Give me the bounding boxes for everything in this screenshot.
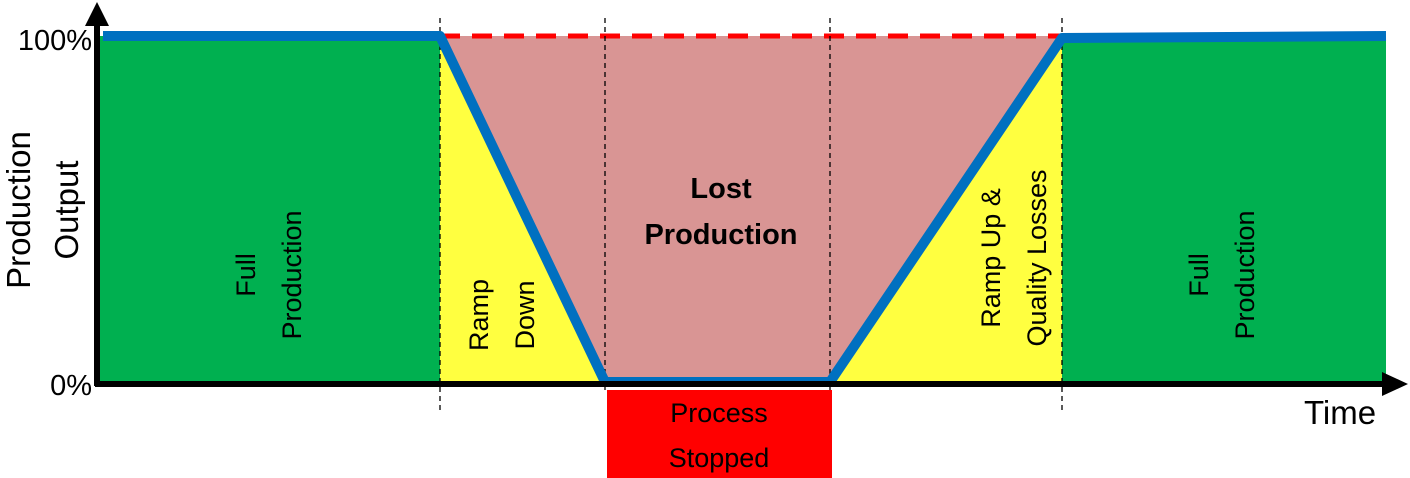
y-tick-0: 0%	[50, 370, 92, 402]
full-production-left-area	[100, 36, 440, 382]
phase-dividers	[439, 18, 1063, 410]
full-production-right-label: Full Production	[1184, 210, 1260, 339]
y-axis-label-line2: Output	[48, 160, 85, 259]
lost-production-line1: Lost	[690, 173, 752, 205]
process-stopped-line2: Stopped	[669, 443, 770, 473]
full-production-right-line1: Full	[1184, 253, 1214, 297]
y-axis-label: Production Output	[0, 131, 85, 289]
full-production-left-line2: Production	[277, 210, 307, 339]
y-tick-100: 100%	[18, 25, 92, 57]
y-axis-label-line1: Production	[0, 131, 37, 289]
ramp-up-label: Ramp Up & Quality Losses	[976, 169, 1052, 346]
lost-production-area	[440, 36, 1062, 382]
ramp-up-line1: Ramp Up &	[976, 188, 1006, 328]
ramp-down-line1: Ramp	[464, 279, 494, 351]
process-stopped-box	[607, 390, 832, 478]
y-axis-arrow	[85, 2, 109, 26]
full-production-right-line2: Production	[1230, 210, 1260, 339]
ramp-down-label: Ramp Down	[464, 279, 540, 351]
full-production-right-area	[1062, 36, 1386, 382]
x-axis-arrow	[1382, 372, 1408, 396]
full-production-left-label: Full Production	[231, 210, 307, 339]
ramp-down-line2: Down	[510, 280, 540, 349]
process-stopped-line1: Process	[670, 398, 768, 428]
x-axis-label: Time	[1304, 394, 1376, 431]
ramp-up-line2: Quality Losses	[1022, 169, 1052, 346]
lost-production-line2: Production	[644, 219, 797, 251]
full-production-left-line1: Full	[231, 253, 261, 297]
